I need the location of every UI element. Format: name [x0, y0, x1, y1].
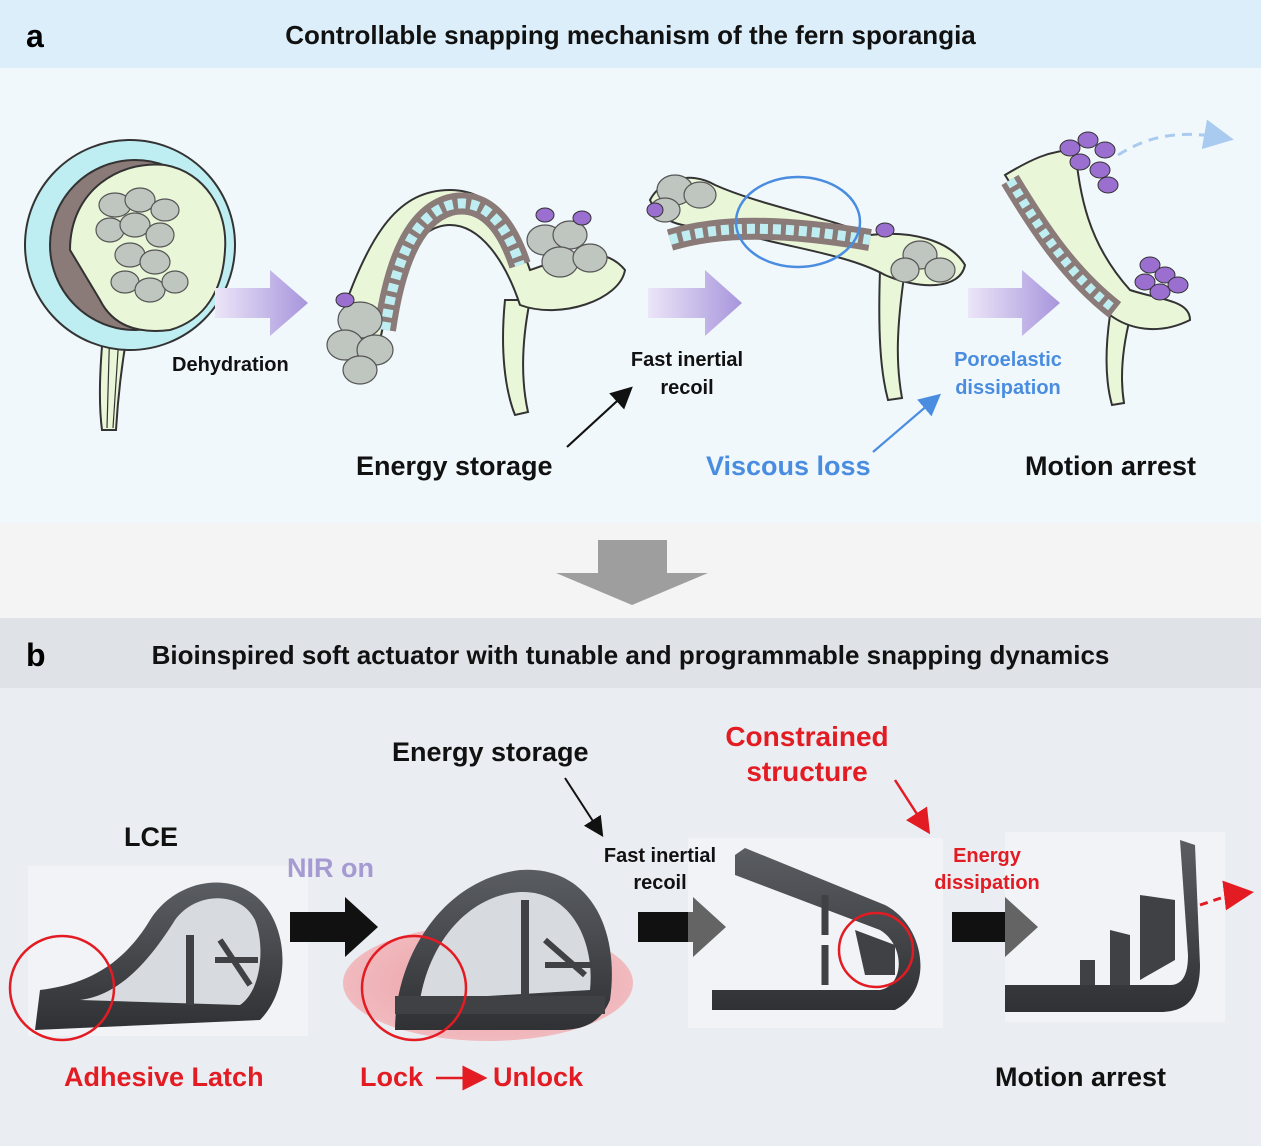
label-motion-arrest-b: Motion arrest — [995, 1062, 1167, 1092]
label-lce: LCE — [124, 822, 178, 852]
actuator-nir-heated — [343, 869, 633, 1042]
label-energy-dissipation: Energy dissipation — [922, 843, 1052, 897]
label-line: dissipation — [955, 377, 1061, 399]
sporangium-motion-arrest — [1001, 119, 1234, 407]
actuator-latched — [8, 866, 308, 1042]
transition-arrow — [556, 540, 708, 605]
label-fast-inertial-recoil-a: Fast inertial recoil — [602, 346, 772, 402]
label-line: Fast inertial — [630, 349, 744, 371]
panel-a-header — [0, 0, 1261, 68]
flow-arrow-recoil — [648, 270, 742, 336]
label-poroelastic-dissipation: Poroelastic dissipation — [928, 346, 1088, 402]
label-energy-storage-a: Energy storage — [356, 451, 553, 481]
label-viscous-loss: Viscous loss — [706, 451, 871, 481]
panel-a-title: Controllable snapping mechanism of the f… — [285, 20, 976, 50]
flow-arrow-arrest — [952, 897, 1038, 957]
label-line: recoil — [633, 872, 687, 894]
pointer-arrow-constrained — [893, 779, 931, 835]
panel-b-header — [0, 618, 1261, 688]
label-line: Constrained — [725, 721, 889, 752]
label-energy-storage-b: Energy storage — [392, 737, 589, 767]
actuator-arrested — [1005, 832, 1254, 1022]
label-line: structure — [746, 756, 868, 787]
flow-arrow-dehydration — [215, 270, 308, 336]
flow-arrow-nir — [290, 897, 378, 957]
flow-arrow-dissipation — [968, 270, 1060, 336]
sporangium-viscous-loss — [646, 174, 967, 402]
label-line: recoil — [660, 377, 714, 399]
sporangium-energy-storage — [326, 188, 627, 417]
label-lock: Lock — [360, 1062, 424, 1092]
panel-b-title: Bioinspired soft actuator with tunable a… — [151, 640, 1110, 670]
label-fast-inertial-recoil-b: Fast inertial recoil — [585, 843, 735, 897]
label-unlock: Unlock — [493, 1062, 584, 1092]
pointer-arrow-energy-storage-b — [564, 777, 604, 838]
label-line: Energy — [953, 845, 1021, 867]
label-nir-on: NIR on — [287, 853, 374, 883]
label-line: dissipation — [934, 872, 1040, 894]
pointer-arrow-viscous-to-poroelastic — [872, 393, 942, 453]
actuator-snapped — [688, 838, 943, 1028]
label-dehydration: Dehydration — [172, 354, 289, 376]
label-adhesive-latch: Adhesive Latch — [64, 1062, 264, 1092]
pointer-arrow-energy-to-recoil — [566, 386, 633, 448]
flow-arrow-recoil-b — [638, 897, 726, 957]
panel-b-letter: b — [26, 637, 46, 673]
label-constrained-structure: Constrained structure — [712, 719, 902, 789]
label-line: Poroelastic — [954, 349, 1062, 371]
panel-a-letter: a — [26, 18, 44, 54]
label-motion-arrest-a: Motion arrest — [1025, 451, 1197, 481]
label-line: Fast inertial — [603, 845, 717, 867]
sporangium-hydrated — [24, 139, 236, 431]
